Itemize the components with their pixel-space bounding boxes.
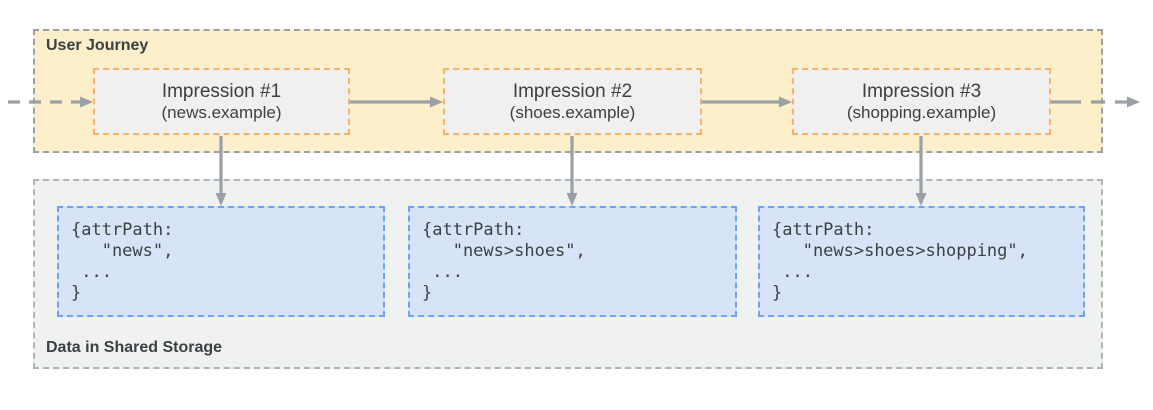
storage-entry-2-code: {attrPath: "news>shoes", ... } (422, 220, 586, 303)
impression-1-box: Impression #1 (news.example) (93, 68, 350, 135)
impression-1-title: Impression #1 (161, 81, 282, 102)
storage-entry-3-code: {attrPath: "news>shoes>shopping", ... } (772, 220, 1028, 303)
impression-2-box: Impression #2 (shoes.example) (443, 68, 702, 135)
impression-2-title: Impression #2 (512, 81, 633, 102)
storage-entry-1-code: {attrPath: "news", ... } (71, 220, 174, 303)
user-journey-label: User Journey (46, 37, 149, 54)
storage-entry-3-box: {attrPath: "news>shoes>shopping", ... } (758, 206, 1085, 317)
impression-1-site: (news.example) (161, 103, 282, 122)
storage-entry-1-box: {attrPath: "news", ... } (57, 206, 385, 317)
impression-3-title: Impression #3 (861, 81, 982, 102)
impression-3-box: Impression #3 (shopping.example) (792, 68, 1051, 135)
impression-2-site: (shoes.example) (509, 103, 636, 122)
impression-3-site: (shopping.example) (846, 103, 997, 122)
shared-storage-label: Data in Shared Storage (46, 339, 223, 356)
storage-entry-2-box: {attrPath: "news>shoes", ... } (408, 206, 737, 317)
